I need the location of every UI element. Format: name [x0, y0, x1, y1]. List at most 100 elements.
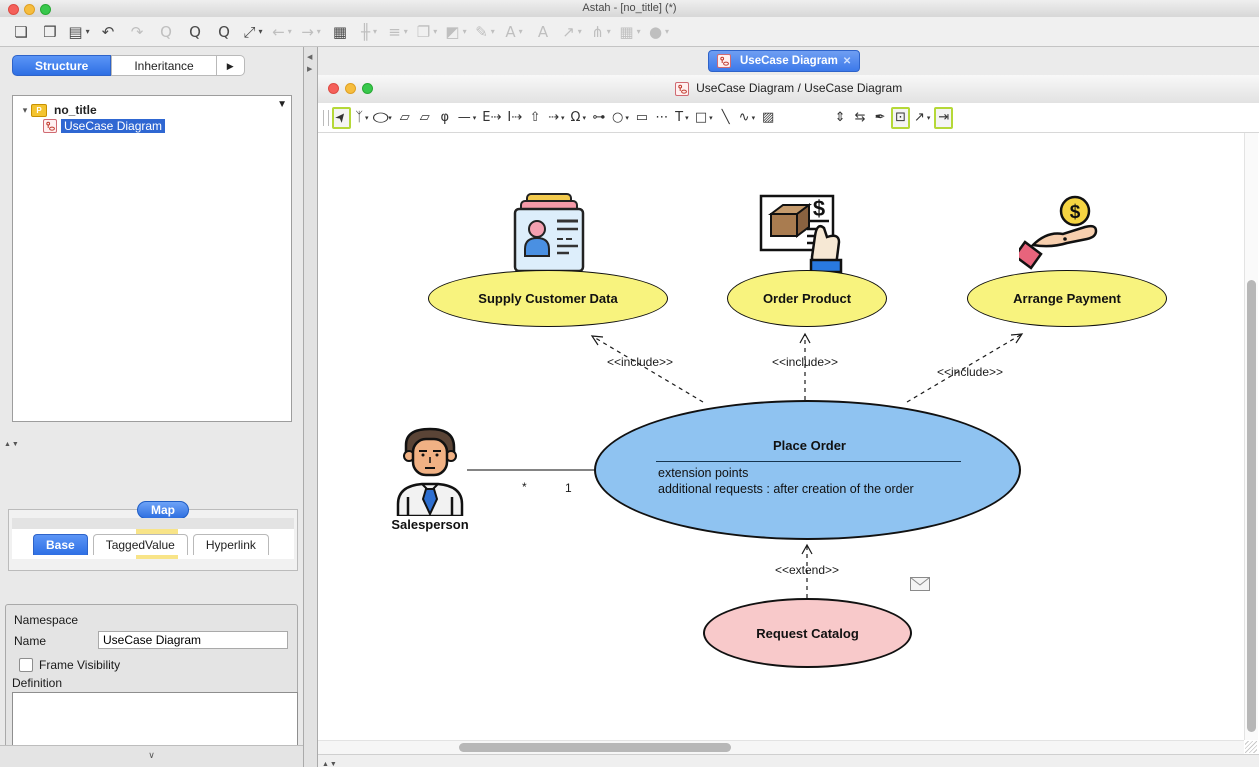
tab-hyperlink[interactable]: Hyperlink — [192, 534, 269, 555]
order-product-icon[interactable]: $ — [753, 190, 857, 274]
collapse-chevron-icon[interactable]: ∨ — [148, 750, 155, 760]
frame-visibility-checkbox[interactable] — [19, 658, 33, 672]
actor-tool-icon[interactable]: ᛉ — [353, 107, 371, 129]
redo-icon[interactable]: ↷ — [130, 22, 144, 41]
tree-menu-icon[interactable]: ▼ — [277, 99, 287, 110]
align-horizontal-icon[interactable]: ≡ — [385, 20, 411, 44]
project-node-label[interactable]: no_title — [54, 103, 97, 117]
vertical-scrollbar-thumb[interactable] — [1247, 280, 1256, 732]
usecase-diagram-node-label[interactable]: UseCase Diagram — [61, 119, 166, 133]
vertical-scrollbar[interactable] — [1244, 133, 1258, 740]
tab-usecase-diagram[interactable]: UseCase Diagram ✕ — [708, 50, 861, 72]
usecase-supply-customer-data[interactable]: Supply Customer Data — [428, 270, 668, 327]
depth-arrangement-icon[interactable]: ❐ — [414, 20, 440, 44]
splitter-updown-icon[interactable]: ▲▼ — [322, 761, 338, 767]
horizontal-scrollbar-thumb[interactable] — [459, 743, 731, 752]
include-tool-icon[interactable]: I⇢ — [507, 110, 523, 125]
fill-color-icon[interactable]: ◩ — [443, 20, 469, 44]
multiplicity-usecase[interactable]: 1 — [565, 481, 572, 495]
tab-taggedvalue[interactable]: TaggedValue — [92, 534, 188, 555]
horizontal-scrollbar[interactable] — [318, 740, 1244, 755]
polyline-icon[interactable]: ↗ — [912, 107, 932, 129]
disclosure-icon[interactable]: ▾ — [22, 104, 28, 115]
image-tool-icon[interactable]: ▨ — [761, 110, 775, 125]
zoom-window-button[interactable] — [40, 4, 51, 15]
close-window-button[interactable] — [8, 4, 19, 15]
distribute-vertical-icon[interactable]: ⇕ — [834, 110, 846, 125]
matrix-icon[interactable]: ▦ — [617, 20, 643, 44]
line-color-icon[interactable]: ✎ — [472, 20, 498, 44]
pushpin-icon[interactable]: ✒ — [874, 110, 886, 125]
tab-overflow-icon[interactable]: ▶ — [216, 55, 245, 76]
dependency-tool-icon[interactable]: ⇢ — [546, 107, 566, 129]
include-stereotype-label[interactable]: <<include>> — [936, 365, 1004, 379]
tab-inheritance[interactable]: Inheritance — [111, 55, 217, 76]
distribute-horizontal-icon[interactable]: ⇆ — [854, 110, 866, 125]
requirement-tool-icon[interactable]: ⊶ — [592, 110, 606, 125]
map-button[interactable]: Map — [137, 501, 189, 519]
anchor-tool-icon[interactable]: Ω — [569, 107, 588, 129]
splitter-updown-icon[interactable]: ▲▼ — [4, 441, 20, 448]
minimize-window-button[interactable] — [24, 4, 35, 15]
close-tab-icon[interactable]: ✕ — [842, 55, 852, 67]
dots-icon[interactable]: ⋯ — [655, 110, 669, 125]
envelope-icon[interactable] — [910, 577, 930, 591]
diagram-editor-icon[interactable]: ▦ — [332, 22, 348, 41]
tree-row-usecase-diagram[interactable]: UseCase Diagram — [13, 118, 291, 134]
sidebar-collapse-bar[interactable]: ∨ — [0, 745, 303, 767]
usecase-place-order[interactable]: Place Order extension points additional … — [594, 400, 1021, 540]
include-dependency-line[interactable] — [591, 335, 704, 403]
font-color-icon[interactable]: A — [501, 20, 527, 44]
save-icon[interactable]: ▤ — [66, 20, 92, 44]
usecase-order-product[interactable]: Order Product — [727, 270, 887, 327]
auto-layout-icon[interactable]: ⇥ — [934, 106, 954, 129]
snap-dot-icon[interactable]: ⊡ — [891, 106, 910, 129]
minimize-diagram-button[interactable] — [345, 83, 356, 94]
shape-icon[interactable]: ● — [646, 20, 672, 44]
name-input[interactable] — [98, 631, 288, 649]
multiplicity-actor[interactable]: * — [522, 480, 527, 494]
font-icon[interactable]: A — [537, 22, 549, 41]
salesperson-actor-icon[interactable] — [392, 423, 468, 516]
close-diagram-button[interactable] — [328, 83, 339, 94]
pin-tool-icon[interactable]: φ — [440, 110, 450, 125]
zoom-in-icon[interactable]: Q — [189, 22, 201, 41]
search-icon[interactable]: Q — [160, 22, 172, 41]
tree-row-project[interactable]: ▾ P no_title — [13, 102, 291, 118]
payment-hand-icon[interactable]: $ — [1019, 195, 1117, 271]
customer-card-icon[interactable] — [505, 193, 593, 273]
note-tool-icon[interactable]: ▭ — [635, 110, 648, 125]
include-stereotype-label[interactable]: <<include>> — [606, 355, 674, 369]
generalization-tool-icon[interactable]: ⇧ — [529, 110, 541, 125]
include-stereotype-label[interactable]: <<include>> — [771, 355, 839, 369]
select-tool-icon[interactable]: ➤ — [332, 106, 351, 129]
subsystem-tool-icon[interactable]: ▱ — [419, 110, 430, 125]
zoom-out-icon[interactable]: Q — [218, 22, 230, 41]
new-file-icon[interactable]: ❏ — [14, 22, 28, 41]
rect-tool-icon[interactable]: □ — [693, 107, 715, 129]
resize-grip[interactable] — [1245, 741, 1257, 753]
diagram-canvas[interactable]: $ $ Supply Customer Data Ord — [319, 133, 1245, 740]
open-file-icon[interactable]: ❒ — [43, 22, 57, 41]
usecase-tool-icon[interactable]: ○ — [372, 107, 394, 129]
maximize-diagram-button[interactable] — [362, 83, 373, 94]
line-shape-icon[interactable]: ↗ — [559, 20, 585, 44]
package-tool-icon[interactable]: ▱ — [399, 110, 410, 125]
actor-label[interactable]: Salesperson — [391, 517, 469, 532]
text-tool-icon[interactable]: T — [673, 107, 691, 129]
tab-structure[interactable]: Structure — [12, 55, 112, 76]
include-dependency-line[interactable] — [906, 333, 1023, 403]
diagonal-line-tool-icon[interactable]: ╲ — [721, 110, 730, 125]
usecase-request-catalog[interactable]: Request Catalog — [703, 598, 912, 668]
panel-splitter-arrows[interactable]: ▲▼ — [4, 435, 20, 449]
splitter-collapse-right-icon[interactable]: ▶ — [307, 66, 313, 73]
line-tool-icon[interactable]: — — [456, 107, 479, 129]
fit-view-icon[interactable]: ⤢ — [240, 20, 266, 44]
nav-back-icon[interactable]: ← — [269, 20, 295, 44]
tab-base[interactable]: Base — [33, 534, 88, 555]
node-tool-icon[interactable]: ○ — [610, 107, 631, 129]
undo-icon[interactable]: ↶ — [101, 22, 115, 41]
align-vertical-icon[interactable]: ╫ — [356, 20, 382, 44]
curve-tool-icon[interactable]: ∿ — [737, 107, 757, 129]
vertical-splitter[interactable]: ◀ ▶ — [303, 47, 318, 767]
